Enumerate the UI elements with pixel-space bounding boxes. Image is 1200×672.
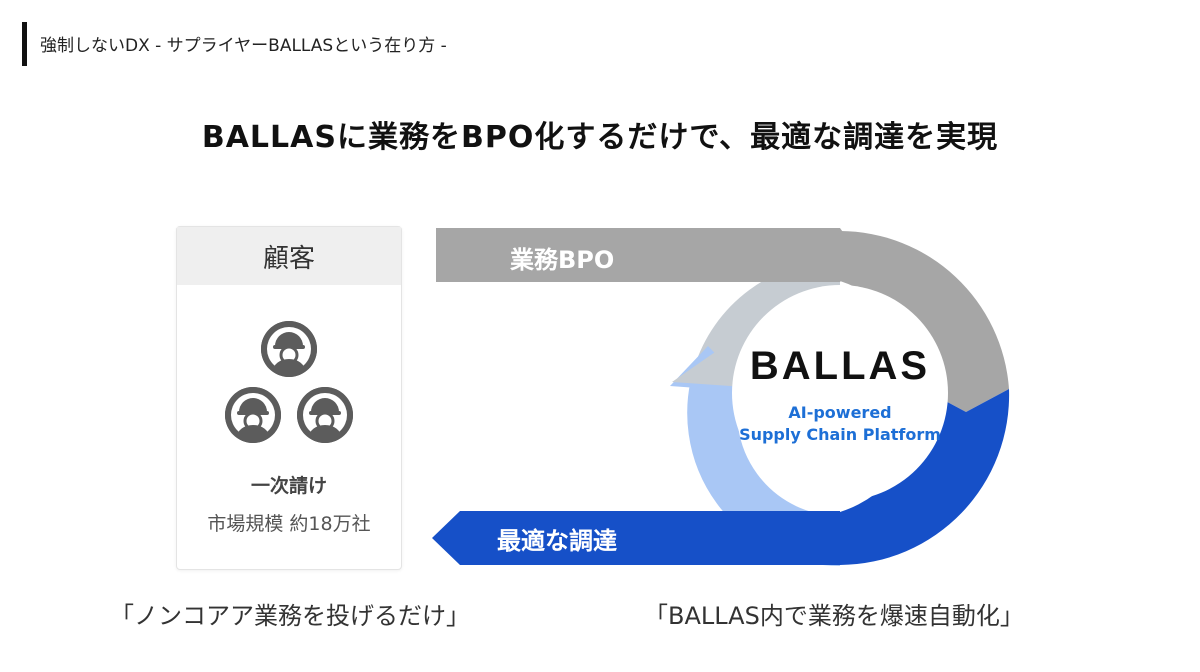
customer-heading: 顧客 <box>177 227 401 285</box>
procurement-arrow <box>432 511 840 565</box>
quote-left: 「ノンコアア業務を投げるだけ」 <box>110 602 470 630</box>
customer-market-size: 市場規模 約18万社 <box>207 513 371 535</box>
quote-right: 「BALLAS内で業務を爆速自動化」 <box>644 602 1024 630</box>
upper-right-arc <box>840 231 1009 412</box>
worker-helmet-icon <box>297 387 353 443</box>
ballas-logo: BALLAS <box>749 344 931 388</box>
ballas-core-circle <box>732 285 948 501</box>
customer-tier: 一次請け <box>250 475 327 497</box>
procurement-arrow-label: 最適な調達 <box>497 527 617 555</box>
worker-helmet-icon <box>225 387 281 443</box>
bpo-arrow <box>436 228 860 282</box>
header-accent-bar <box>22 22 27 66</box>
inner-ring-gray-segment <box>694 260 841 384</box>
tagline-line-1: AI-powered <box>788 403 892 422</box>
worker-helmet-icon <box>261 321 317 377</box>
bpo-arrow-label: 業務BPO <box>510 246 615 274</box>
tagline-line-2: Supply Chain Platform <box>739 425 941 444</box>
slide-title: BALLASに業務をBPO化するだけで、最適な調達を実現 <box>201 120 999 155</box>
customer-card: 顧客 一次請け 市場規模 約18万社 <box>176 226 402 570</box>
header-title: 強制しないDX - サプライヤーBALLASという在り方 - <box>40 36 447 56</box>
lower-right-arc <box>840 389 1010 565</box>
